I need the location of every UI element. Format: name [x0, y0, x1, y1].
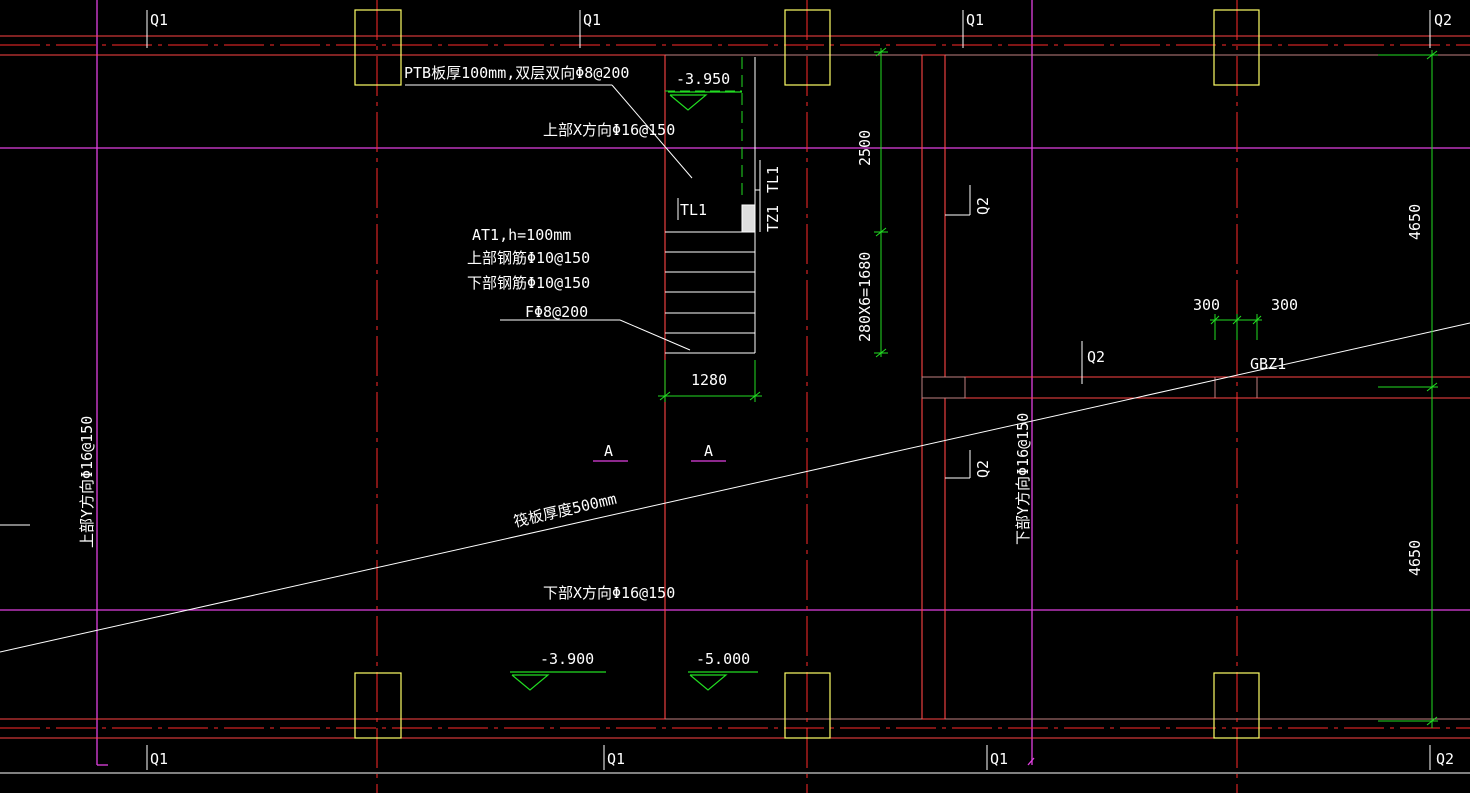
elevation-bottom-left: -3.900: [540, 650, 594, 668]
annotation-leaders: [405, 84, 693, 351]
wall-label-q1-top-a: Q1: [150, 11, 168, 29]
column-top-3: [1213, 9, 1260, 86]
boundary-lines: [0, 322, 1470, 774]
note-top-x-rebar: 上部X方向Φ16@150: [543, 121, 675, 139]
note-bottom-y-rebar: 下部Y方向Φ16@150: [1014, 413, 1032, 545]
wall-label-ticks: [146, 10, 1431, 770]
note-bottom-x-rebar: 下部X方向Φ16@150: [543, 584, 675, 602]
note-top-y-rebar: 上部Y方向Φ16@150: [78, 416, 96, 548]
wall-label-q1-bot-c: Q1: [990, 750, 1008, 768]
note-tl1-left: TL1: [680, 201, 707, 219]
wall-label-q1-bot-a: Q1: [150, 750, 168, 768]
dim-half-left: 300: [1193, 296, 1220, 314]
note-raft-thickness: 筏板厚度500mm: [512, 490, 619, 531]
column-bot-2: [784, 672, 831, 739]
column-bot-3: [1213, 672, 1260, 739]
tz1-column: [741, 204, 756, 233]
wall-label-q2-mid-right: Q2: [1087, 348, 1105, 366]
wall-label-q2-mid-lower: Q2: [974, 460, 992, 478]
stair-steps: [665, 231, 755, 354]
elevation-markers: [510, 91, 758, 691]
grid-lines: [0, 0, 1470, 766]
column-top-2: [784, 9, 831, 86]
dim-bay-lower: 4650: [1406, 540, 1424, 576]
dimension-lines: [658, 47, 1438, 728]
wall-lines: [0, 35, 1470, 739]
wall-label-q1-bot-b: Q1: [607, 750, 625, 768]
note-gbz1: GBZ1: [1250, 355, 1286, 373]
note-at1-top: 上部钢筋Φ10@150: [467, 249, 590, 267]
wall-label-q1-top-b: Q1: [583, 11, 601, 29]
note-ptb: PTB板厚100mm,双层双向Φ8@200: [404, 64, 629, 82]
wall-label-q1-top-c: Q1: [966, 11, 984, 29]
dim-landing: 2500: [856, 130, 874, 166]
wall-label-q2-mid-upper: Q2: [974, 197, 992, 215]
note-tl1-right: TL1: [764, 166, 782, 193]
columns: [354, 9, 1260, 739]
wall-outlines: [665, 54, 1470, 720]
wall-label-q2-bot-d: Q2: [1436, 750, 1454, 768]
note-at1-bottom: 下部钢筋Φ10@150: [467, 274, 590, 292]
note-tz1: TZ1: [764, 205, 782, 232]
wall-label-q2-top-d: Q2: [1434, 11, 1452, 29]
column-bot-1: [354, 672, 402, 739]
elevation-bottom-right: -5.000: [696, 650, 750, 668]
section-a-left: A: [604, 442, 613, 460]
elevation-top: -3.950: [676, 70, 730, 88]
dim-half-right: 300: [1271, 296, 1298, 314]
note-at1-f: FΦ8@200: [525, 303, 588, 321]
dim-steps: 280X6=1680: [856, 252, 874, 342]
dim-bay-upper: 4650: [1406, 204, 1424, 240]
column-top-1: [354, 9, 402, 86]
stair-at1: [665, 57, 761, 354]
section-a-right: A: [704, 442, 713, 460]
note-at1-title: AT1,h=100mm: [472, 226, 571, 244]
dim-stair-width: 1280: [691, 371, 727, 389]
